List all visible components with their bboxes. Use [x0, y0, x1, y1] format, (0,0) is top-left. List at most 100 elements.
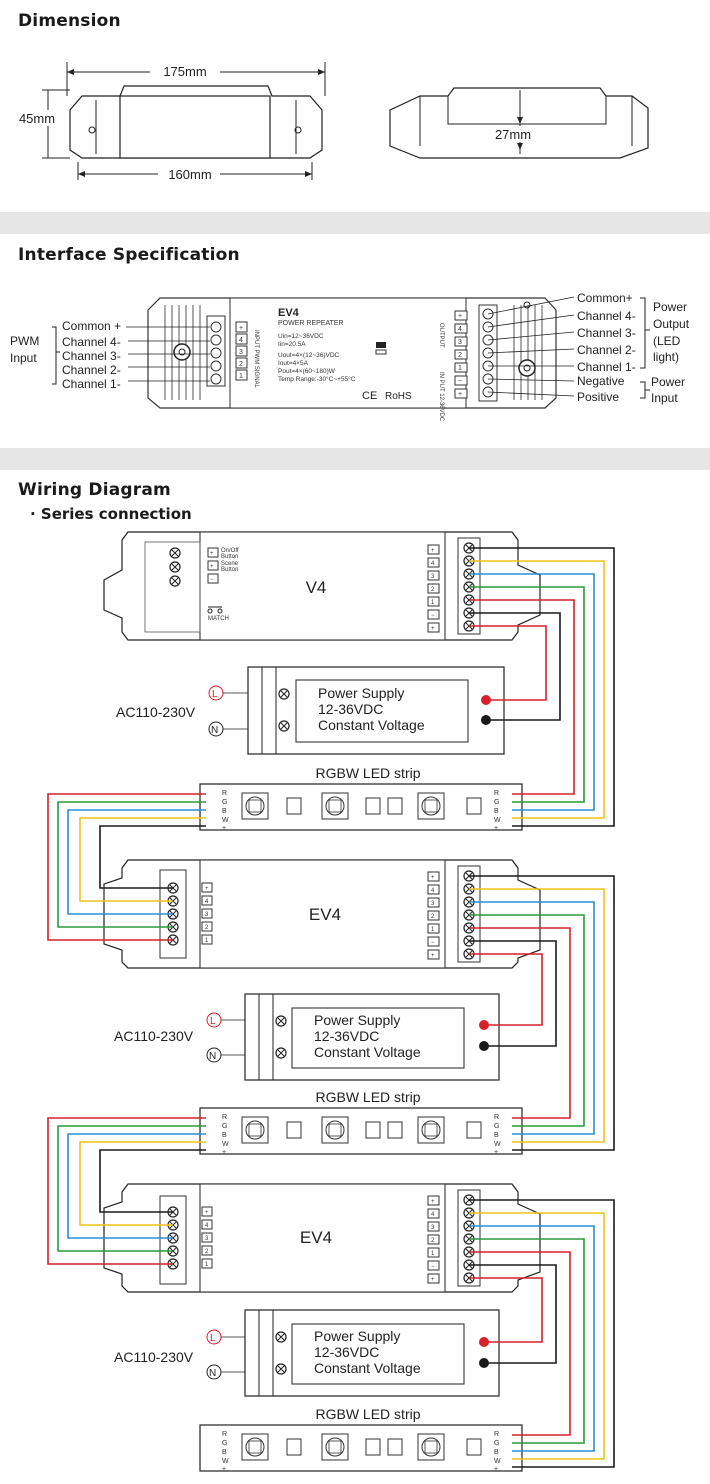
svg-text:G: G — [494, 1123, 499, 1130]
right-ch4-label: Channel 4- — [577, 309, 636, 323]
power-supply-3: Power Supply 12-36VDC Constant Voltage A… — [114, 1309, 500, 1397]
svg-text:3: 3 — [431, 901, 435, 907]
length-mount-label: 160mm — [168, 167, 211, 182]
ps1-line3: Constant Voltage — [318, 717, 425, 733]
svg-text:1: 1 — [431, 1251, 435, 1257]
v4-label: V4 — [306, 578, 327, 597]
svg-text:+: + — [494, 825, 498, 832]
pwm-label-2: Input — [10, 351, 37, 365]
power-supply-2: Power Supply 12-36VDC Constant Voltage A… — [114, 993, 500, 1081]
ps3-line3: Constant Voltage — [314, 1360, 421, 1376]
right-positive-label: Positive — [577, 390, 619, 404]
svg-text:1: 1 — [458, 365, 462, 372]
ac-label-1: AC110-230V — [116, 704, 196, 720]
svg-text:2: 2 — [205, 1249, 209, 1255]
svg-text:3: 3 — [431, 1225, 435, 1231]
svg-text:−: − — [458, 378, 462, 385]
ps2-line1: Power Supply — [314, 1012, 400, 1028]
svg-text:1: 1 — [431, 600, 435, 606]
svg-text:+: + — [210, 564, 214, 570]
svg-text:−: − — [431, 1264, 435, 1270]
n-terminal-2: N — [209, 1051, 216, 1062]
l-terminal-3: L — [210, 1333, 216, 1344]
svg-text:+: + — [205, 1210, 209, 1216]
svg-text:B: B — [222, 1449, 227, 1456]
strip1-label: RGBW LED strip — [315, 765, 420, 781]
scene-label: Scene — [221, 561, 239, 567]
svg-text:W: W — [494, 817, 501, 824]
svg-text:R: R — [222, 790, 227, 797]
svg-text:2: 2 — [431, 587, 435, 593]
svg-text:B: B — [222, 1132, 227, 1139]
model-subtitle: POWER REPEATER — [278, 320, 344, 327]
svg-text:W: W — [222, 1458, 229, 1465]
v4-controller: + + − On/Off Button Scene Button MATCH V… — [103, 531, 541, 641]
svg-text:G: G — [222, 799, 227, 806]
strip3-label: RGBW LED strip — [315, 1406, 420, 1422]
svg-text:−: − — [431, 613, 435, 619]
svg-text:G: G — [222, 1440, 227, 1447]
ps1-line2: 12-36VDC — [318, 701, 383, 717]
svg-text:4: 4 — [431, 1212, 435, 1218]
right-ch1-label: Channel 1- — [577, 360, 636, 374]
rgbw-strip-3: RGBW LED strip RGBW+ RGBW+ — [199, 1406, 523, 1473]
interface-device: + 4 3 2 1 INPUT PWM SIGNAL EV4 POWER REP… — [147, 297, 557, 422]
model-label: EV4 — [278, 307, 300, 319]
l-terminal-1: L — [212, 689, 218, 700]
svg-text:Button: Button — [221, 567, 238, 573]
l-terminal-2: L — [210, 1016, 216, 1027]
svg-text:W: W — [494, 1458, 501, 1465]
spec-uin: Uin=12~36VDC — [278, 333, 324, 340]
svg-text:+: + — [494, 1466, 498, 1473]
svg-text:3: 3 — [205, 1236, 209, 1242]
svg-text:W: W — [494, 1141, 501, 1148]
interface-left-labels: PWM Input Common + Channel 4- Channel 3-… — [10, 319, 210, 391]
ps3-line1: Power Supply — [314, 1328, 400, 1344]
right-ch3-label: Channel 3- — [577, 326, 636, 340]
spec-iout: Iout=4×5A — [278, 360, 309, 367]
ac-label-3: AC110-230V — [114, 1349, 194, 1365]
interface-title: Interface Specification — [18, 245, 240, 265]
svg-text:3: 3 — [205, 912, 209, 918]
svg-text:B: B — [222, 808, 227, 815]
rohs-mark: RoHS — [385, 391, 412, 402]
right-ch2-label: Channel 2- — [577, 343, 636, 357]
rgbw-strip-1: RGBW LED strip RGBW+ RGBW+ — [199, 765, 523, 832]
svg-text:R: R — [222, 1431, 227, 1438]
svg-text:W: W — [222, 817, 229, 824]
left-ch1-label: Channel 1- — [62, 377, 121, 391]
section-divider — [0, 212, 710, 234]
svg-text:+: + — [239, 325, 243, 332]
dimension-perspective-view: 27mm — [389, 87, 649, 159]
dimension-title: Dimension — [18, 11, 121, 31]
ps3-line2: 12-36VDC — [314, 1344, 379, 1360]
wiring-subtitle: · Series connection — [30, 505, 192, 523]
wiring-title: Wiring Diagram — [18, 480, 171, 500]
spec-pout: Pout=4×(60~180)W — [278, 368, 336, 375]
right-negative-label: Negative — [577, 374, 625, 388]
svg-text:+: + — [431, 548, 435, 554]
svg-text:+: + — [431, 875, 435, 881]
svg-text:2: 2 — [431, 914, 435, 920]
n-terminal-1: N — [211, 725, 218, 736]
svg-text:+: + — [431, 1277, 435, 1283]
power-input-label-1: Power — [651, 375, 685, 389]
svg-text:G: G — [494, 799, 499, 806]
ps2-line3: Constant Voltage — [314, 1044, 421, 1060]
svg-text:1: 1 — [239, 373, 243, 380]
left-ch2-label: Channel 2- — [62, 363, 121, 377]
svg-text:B: B — [494, 808, 499, 815]
power-output-label-1: Power — [653, 300, 687, 314]
ev4-1-label: EV4 — [309, 905, 341, 924]
match-label: MATCH — [208, 616, 229, 622]
svg-text:R: R — [494, 1114, 499, 1121]
ps2-line2: 12-36VDC — [314, 1028, 379, 1044]
svg-text:B: B — [494, 1132, 499, 1139]
svg-text:2: 2 — [205, 925, 209, 931]
svg-text:+: + — [494, 1149, 498, 1156]
spec-iin: Iin=20.5A — [278, 341, 306, 348]
power-supply-1: Power Supply 12-36VDC Constant Voltage A… — [116, 666, 505, 755]
svg-text:R: R — [222, 1114, 227, 1121]
svg-text:+: + — [458, 313, 462, 320]
